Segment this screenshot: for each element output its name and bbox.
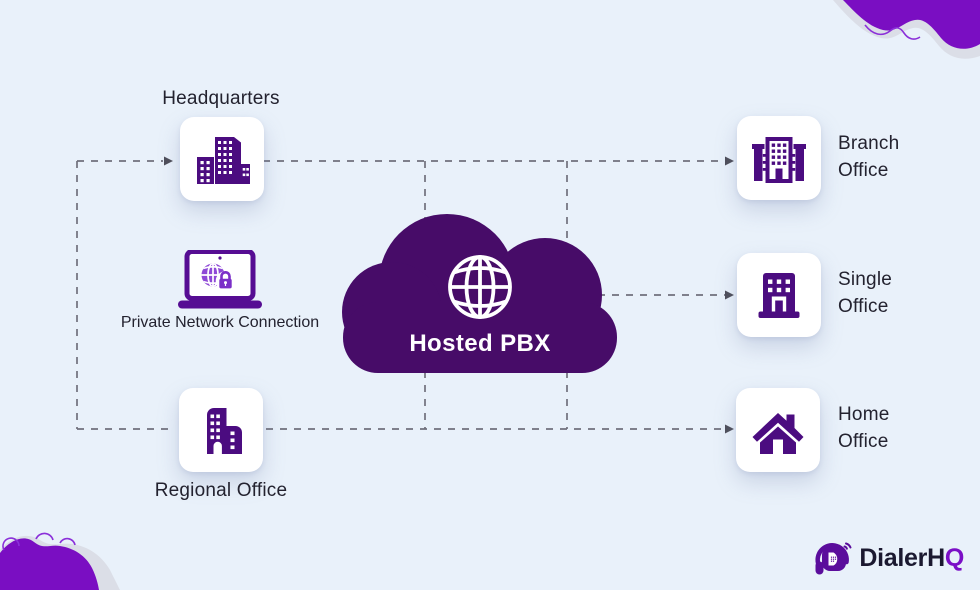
branch-building-icon: [752, 137, 806, 183]
regional-office-label: Regional Office: [154, 480, 288, 501]
single-building-icon: [758, 273, 800, 318]
single-office-card: [737, 253, 821, 337]
regional-office-card: [179, 388, 263, 472]
private-network-node: [178, 250, 262, 310]
globe-icon: [448, 255, 512, 319]
headquarters-card: [180, 117, 264, 201]
dialerhq-headset-phone-icon: [815, 542, 852, 575]
home-office-card: [736, 388, 820, 472]
branch-office-card: [737, 116, 821, 200]
laptop-secure-globe-icon: [178, 250, 262, 309]
logo-wordmark: DialerHQ: [859, 543, 964, 572]
dialerhq-logo: DialerHQ: [813, 538, 964, 578]
branch-office-label: Branch Office: [838, 133, 900, 181]
home-office-label: Home Office: [838, 404, 890, 452]
home-icon: [752, 413, 804, 454]
regional-building-icon: [207, 408, 242, 454]
corner-wave-top-right: [833, 0, 980, 59]
corner-wave-bottom-left: [0, 532, 120, 590]
headquarters-label: Headquarters: [162, 88, 280, 109]
headquarters-building-icon: [197, 137, 250, 184]
single-office-label: Single Office: [838, 269, 893, 317]
private-network-label: Private Network Connection: [120, 314, 320, 331]
cloud-title: Hosted PBX: [409, 330, 551, 357]
